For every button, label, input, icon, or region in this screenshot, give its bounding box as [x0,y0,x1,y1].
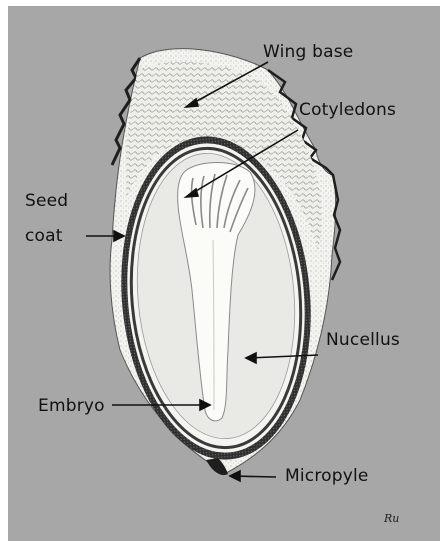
label-nucellus: Nucellus [326,330,400,350]
label-embryo: Embryo [38,396,105,416]
label-cotyledons: Cotyledons [299,100,396,120]
label-wing-base: Wing base [263,42,353,62]
label-coat: coat [25,226,63,246]
label-micropyle: Micropyle [285,466,369,486]
label-seed: Seed [25,191,68,211]
artist-signature: Ru [384,512,399,525]
